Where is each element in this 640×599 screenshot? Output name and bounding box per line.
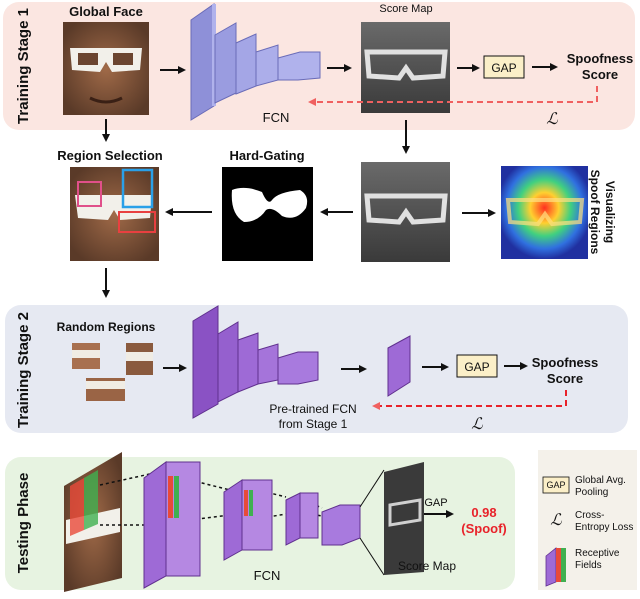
test-score-map-image: [384, 462, 424, 575]
test-result-value: 0.98: [471, 505, 496, 520]
random-regions-images: [72, 343, 153, 401]
legend-gap-line2: Pooling: [575, 487, 608, 498]
legend-loss-line1: Cross-: [575, 510, 604, 521]
region-selection-label: Region Selection: [57, 148, 163, 163]
score-map-image-2: [361, 162, 450, 262]
fcn-testing: [143, 461, 361, 589]
legend-loss-line2: Entropy Loss: [575, 522, 633, 533]
global-face-label: Global Face: [69, 4, 143, 19]
legend-rf-line1: Receptive: [575, 548, 620, 559]
gap-box-stage2-label: GAP: [464, 360, 489, 374]
stage2-label: Training Stage 2: [15, 312, 32, 428]
random-regions-label: Random Regions: [57, 320, 156, 334]
fcn-testing-label: FCN: [254, 568, 281, 583]
spoof-heatmap-image: [501, 166, 588, 259]
spoofness-score-stage2-line2: Score: [547, 371, 583, 386]
visualizing-label-line1: Visualizing: [603, 181, 617, 243]
legend-gap-line1: Global Avg.: [575, 475, 626, 486]
pretrained-fcn-line1: Pre-trained FCN: [269, 402, 356, 416]
spoofness-score-stage1-line2: Score: [582, 67, 618, 82]
region-selection-image: [70, 167, 159, 261]
fcn-stage1: [190, 3, 321, 121]
hard-gating-mask: [222, 167, 313, 261]
score-map-label: Score Map: [379, 3, 432, 15]
global-face-image: [63, 22, 149, 115]
test-proj-bottom: [359, 537, 385, 576]
fcn-stage2: [192, 305, 319, 419]
legend-receptive-fields-icon: [545, 547, 566, 587]
gap-box-stage2: [456, 354, 498, 378]
loss-symbol-stage1: ℒ: [546, 111, 558, 128]
gap-box-stage1: [483, 55, 525, 79]
loss-arrow-stage2: [372, 390, 567, 410]
legend-gap-badge: [542, 476, 570, 494]
stage2-output-map: [387, 335, 411, 397]
loss-arrow-stage1: [308, 86, 598, 106]
test-gap-label: GAP: [424, 497, 447, 509]
spoofness-score-stage1-line1: Spoofness: [567, 51, 633, 66]
legend-gap-badge-text: GAP: [546, 480, 565, 490]
testing-label: Testing Phase: [15, 473, 32, 574]
loss-symbol-stage2: ℒ: [471, 416, 483, 433]
hard-gating-label: Hard-Gating: [229, 148, 304, 163]
stage1-label: Training Stage 1: [15, 8, 32, 124]
test-result-label: (Spoof): [461, 521, 506, 536]
test-score-map-label: Score Map: [398, 559, 456, 573]
legend-rf-line2: Fields: [575, 560, 602, 571]
gap-box-stage1-label: GAP: [491, 61, 516, 75]
legend-loss-symbol: ℒ: [550, 512, 562, 529]
spoofness-score-stage2-line1: Spoofness: [532, 355, 598, 370]
test-proj-top: [359, 469, 385, 508]
test-face-image: [64, 452, 122, 592]
visualizing-label-line2: Spoof Regions: [588, 170, 602, 255]
fcn-stage1-label: FCN: [263, 110, 290, 125]
score-map-image: [361, 22, 450, 113]
pretrained-fcn-line2: from Stage 1: [279, 417, 348, 431]
